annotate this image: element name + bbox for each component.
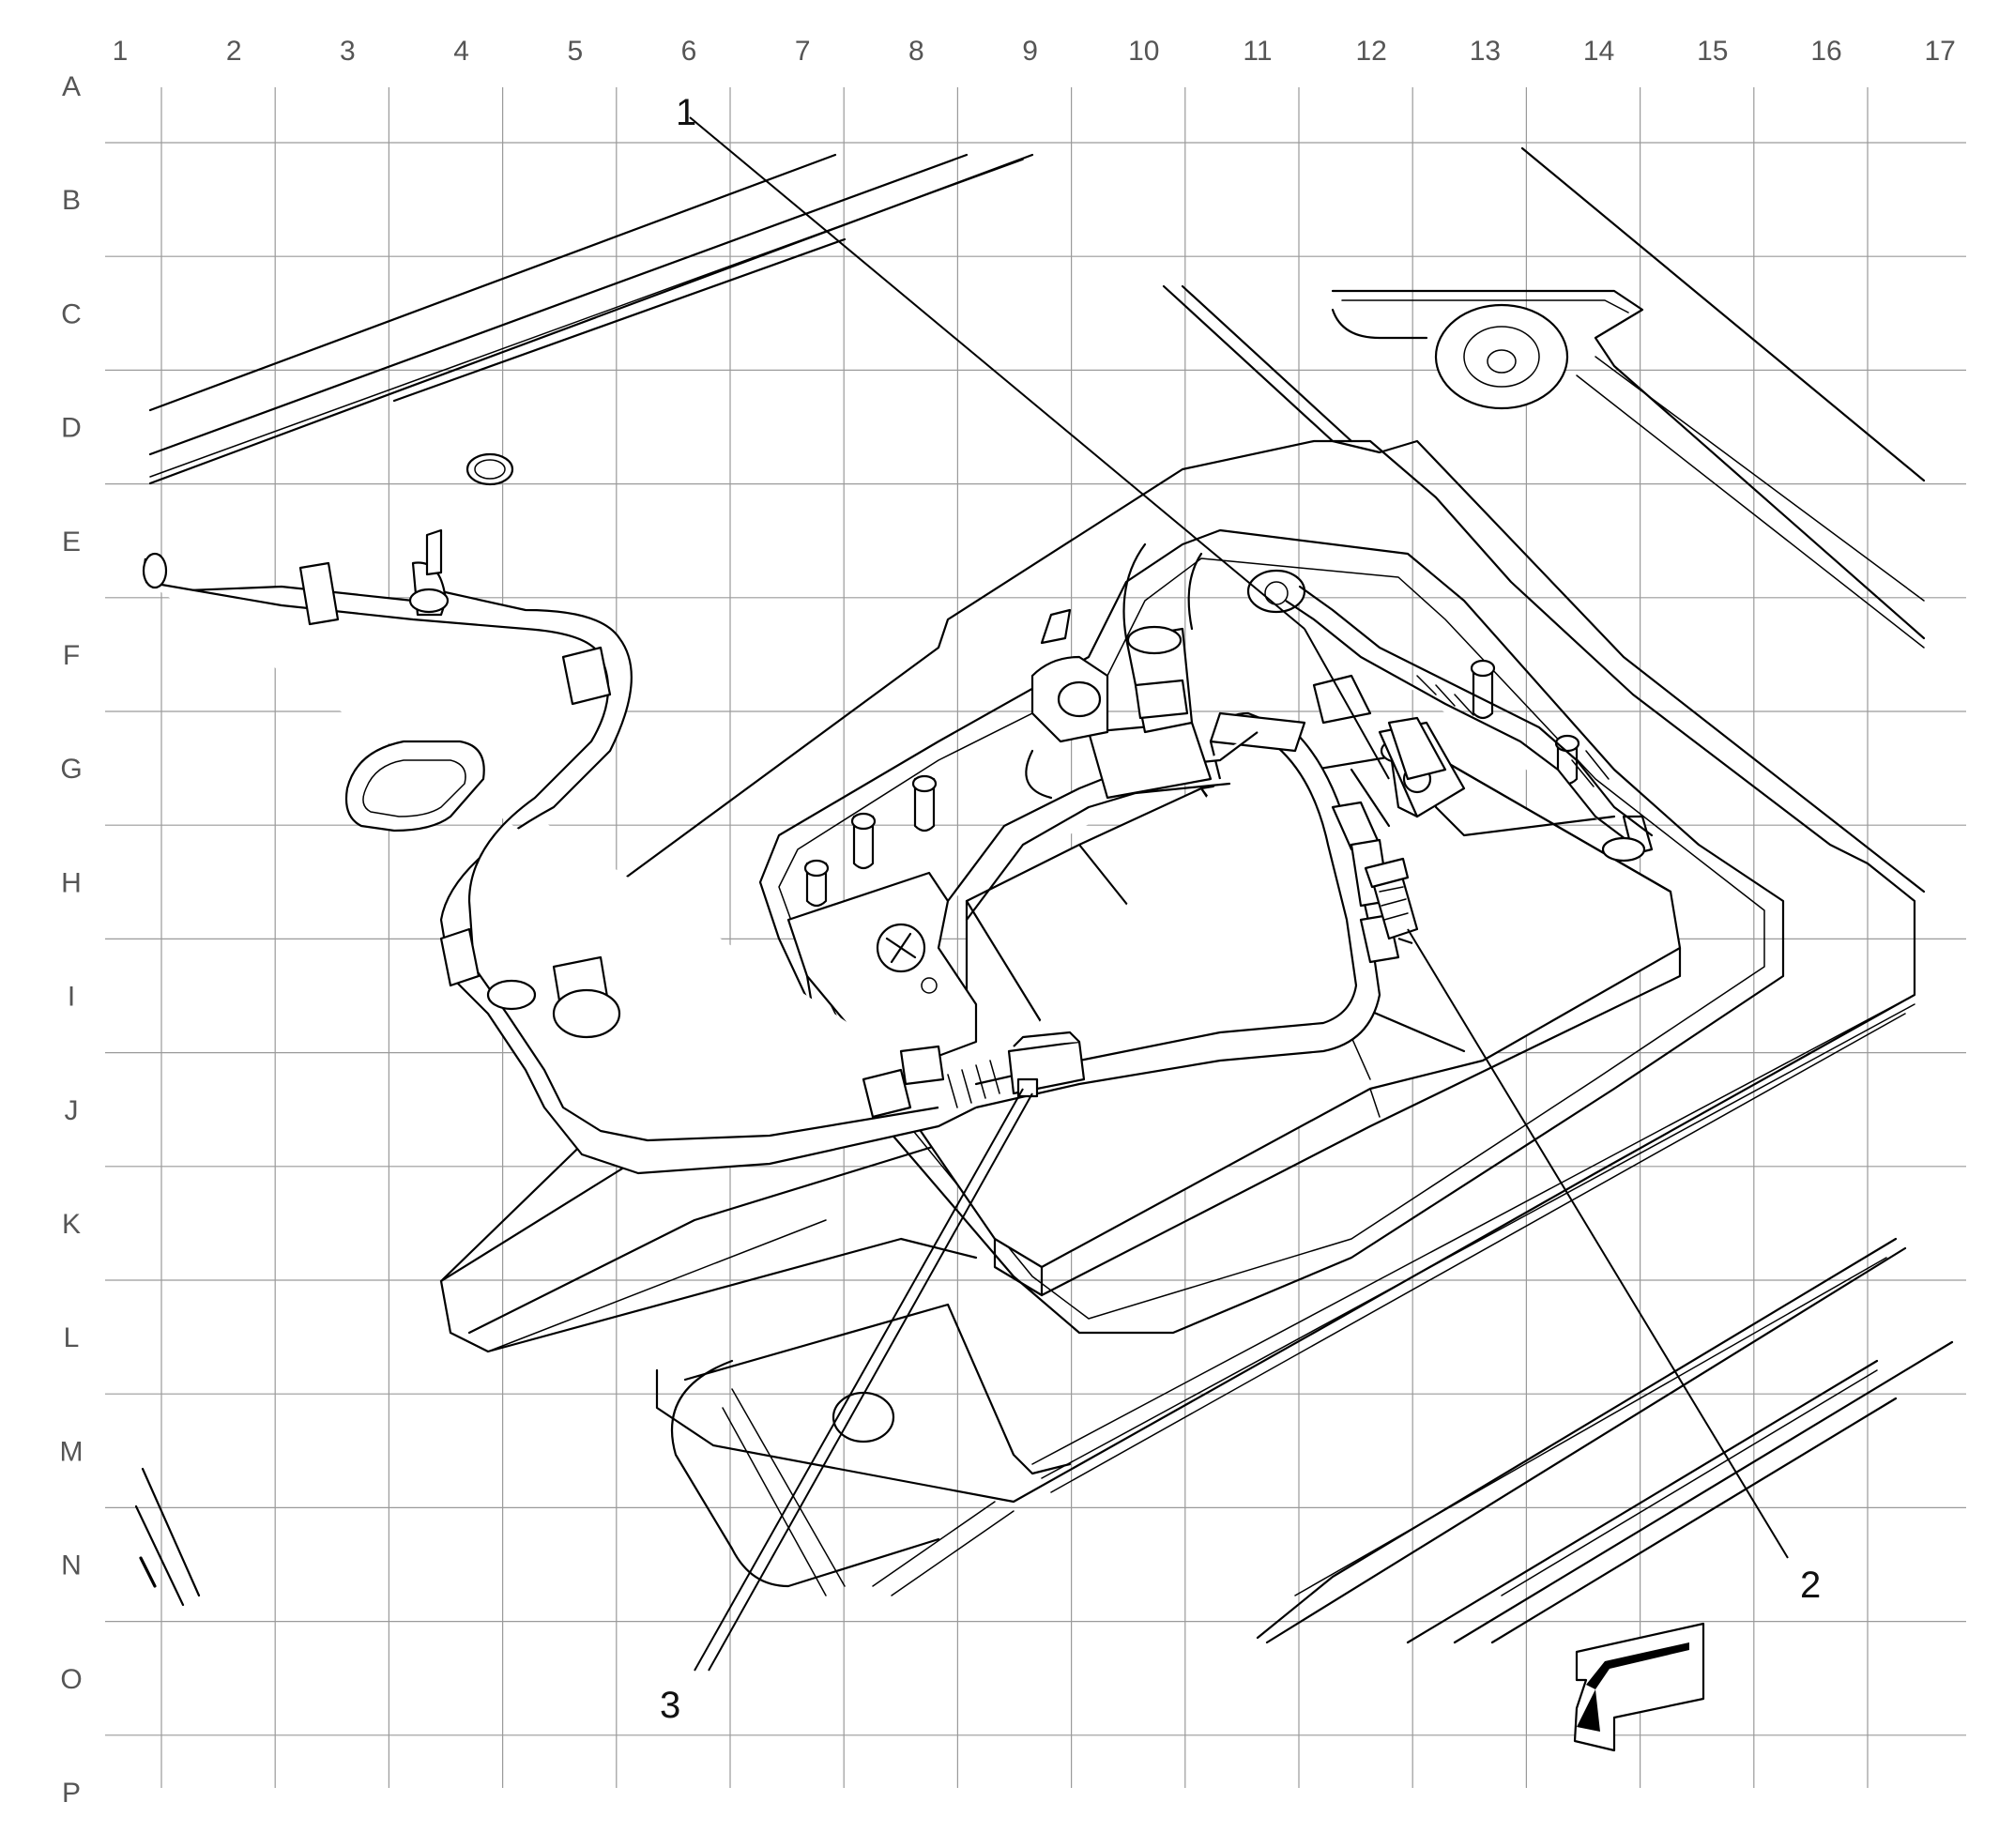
grid-row-label: H xyxy=(61,867,82,898)
grid-column-label: 2 xyxy=(226,36,242,67)
battery-compartment-drawing xyxy=(134,116,1954,1672)
callout-3: 3 xyxy=(660,1685,680,1726)
positive-cable xyxy=(947,542,1259,922)
grid-row-label: B xyxy=(62,185,81,216)
connector-2 xyxy=(1364,857,1419,940)
grid-row-label: K xyxy=(62,1209,81,1240)
grommet xyxy=(344,740,485,832)
callout-leaders xyxy=(689,116,1789,1672)
grid-column-label: 12 xyxy=(1356,36,1387,67)
lower-left-edge xyxy=(134,1467,201,1607)
battery-tray xyxy=(439,439,1916,1504)
body-panel-upper-left xyxy=(148,153,1034,486)
grid-row-label: I xyxy=(68,982,75,1013)
battery-cable-loop xyxy=(974,711,1400,1109)
grid-column-label: 16 xyxy=(1810,36,1841,67)
grid-column-label: 8 xyxy=(908,36,924,67)
grid-column-label: 10 xyxy=(1128,36,1159,67)
grid-row-label: P xyxy=(62,1778,81,1809)
grid-column-label: 15 xyxy=(1697,36,1728,67)
grid-column-label: 17 xyxy=(1925,36,1956,67)
grid-column-label: 3 xyxy=(340,36,356,67)
tray-posts xyxy=(803,569,1654,908)
grid-column-label: 4 xyxy=(453,36,469,67)
grid-column-label: 9 xyxy=(1022,36,1038,67)
grid-row-labels: A B C D E F G H I J K L M N O P xyxy=(60,71,84,1809)
callout-1: 1 xyxy=(676,92,696,133)
callout-2: 2 xyxy=(1800,1565,1821,1606)
grid-row-label: F xyxy=(63,640,80,671)
lower-trim xyxy=(670,1237,1954,1644)
grid-column-label: 1 xyxy=(113,36,129,67)
grid-column-label: 13 xyxy=(1470,36,1501,67)
grid-row-label: N xyxy=(61,1550,82,1581)
grid-row-label: A xyxy=(62,71,81,102)
front-direction-arrow-icon xyxy=(1573,1622,1705,1752)
grid-row-label: E xyxy=(62,527,81,557)
negative-cable xyxy=(1285,585,1654,863)
grid-row-label: O xyxy=(60,1664,82,1695)
body-panel-upper-right xyxy=(1162,146,1926,893)
hold-down-bracket xyxy=(786,871,978,1091)
grid-column-label: 5 xyxy=(567,36,583,67)
grid-row-label: J xyxy=(65,1095,79,1126)
grid-column-label: 14 xyxy=(1583,36,1614,67)
grid-row-label: C xyxy=(61,298,82,329)
grid-row-label: D xyxy=(61,413,82,444)
connector-3 xyxy=(899,1031,1086,1108)
grid-row-label: L xyxy=(64,1322,80,1353)
grid-column-label: 7 xyxy=(795,36,811,67)
grid-column-label: 11 xyxy=(1243,36,1272,67)
grid-row-label: G xyxy=(60,754,82,785)
grid-row-label: M xyxy=(60,1436,84,1467)
grid-column-label: 6 xyxy=(681,36,697,67)
wiring-harness-left xyxy=(142,528,977,1175)
